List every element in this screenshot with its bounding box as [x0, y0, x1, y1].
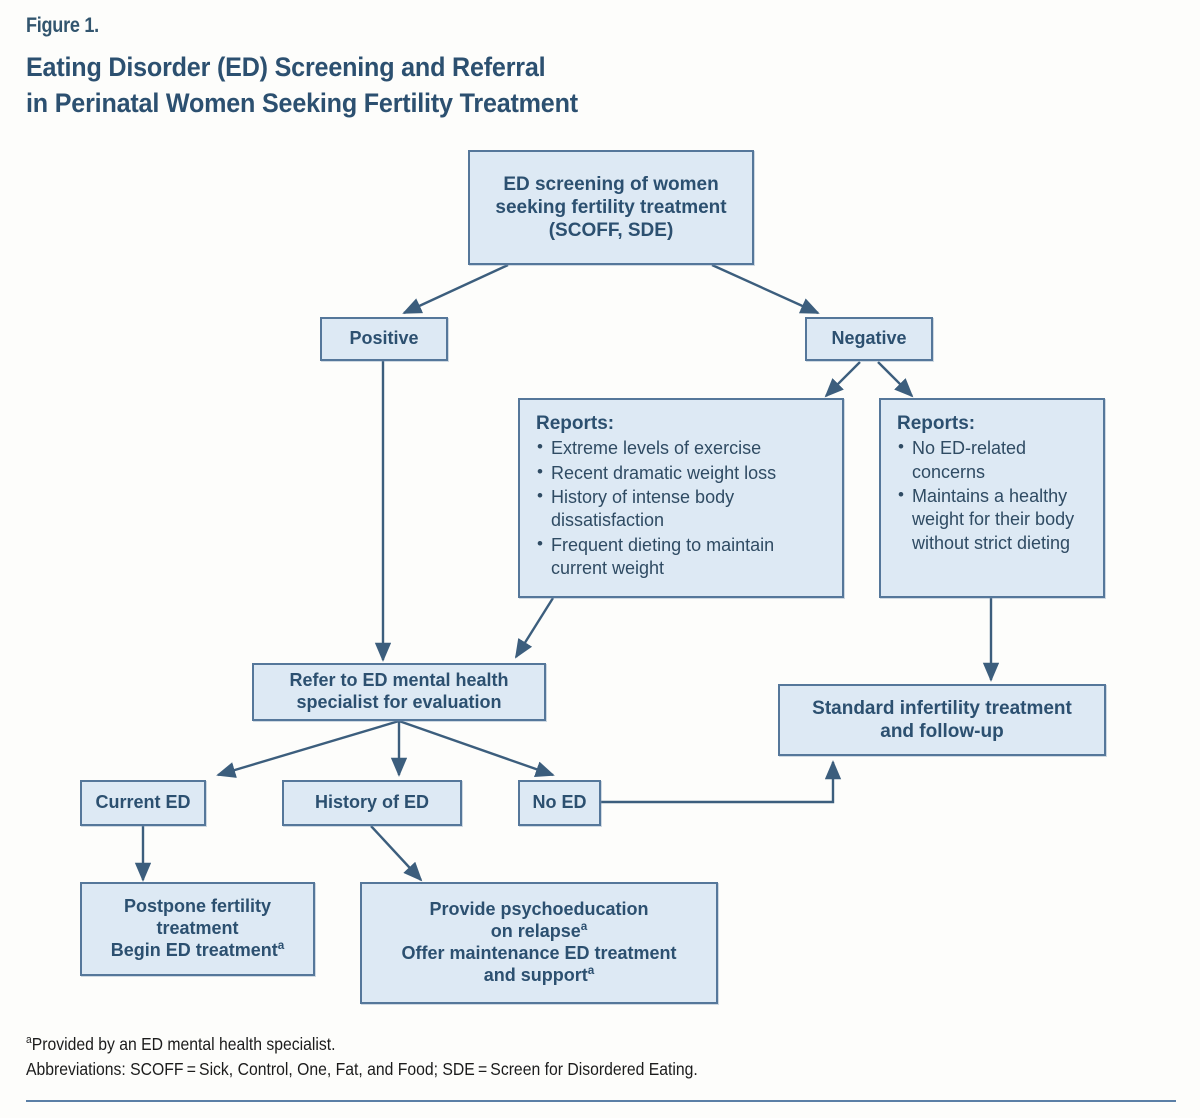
node-psychoeducation-line-4: and supporta — [401, 965, 676, 987]
node-psychoeducation-line-2: on relapsea — [401, 921, 676, 943]
node-refer-specialist-line-2: specialist for evaluation — [296, 692, 502, 712]
node-standard-treatment-line-2: and follow-up — [880, 721, 1004, 742]
node-reports-positive-list: Extreme levels of exercise Recent dramat… — [536, 436, 828, 581]
list-item: Frequent dieting to maintain current wei… — [536, 533, 828, 581]
figure-title-line-1: Eating Disorder (ED) Screening and Refer… — [26, 52, 546, 82]
node-no-ed-label: No ED — [532, 792, 587, 813]
arrow-no-ed-to-standard — [601, 760, 842, 804]
footnote-marker-a: a — [580, 920, 588, 934]
node-ed-screening-line-1: ED screening of women — [503, 173, 719, 195]
node-positive[interactable]: Positive — [320, 317, 448, 361]
arrow-refer-to-no-ed — [398, 719, 555, 777]
node-reports-positive[interactable]: Reports: Extreme levels of exercise Rece… — [518, 398, 844, 598]
figure-title: Eating Disorder (ED) Screening and Refer… — [26, 50, 578, 122]
arrow-negative-to-reports-negative — [877, 361, 914, 398]
node-standard-treatment-line-1: Standard infertility treatment — [812, 697, 1072, 719]
node-refer-specialist[interactable]: Refer to ED mental health specialist for… — [252, 663, 546, 721]
node-postpone-treatment-line-3-text: Begin ED treatment — [110, 939, 278, 960]
arrow-screening-to-positive — [402, 263, 509, 315]
node-negative-label: Negative — [831, 328, 907, 349]
arrow-history-ed-to-psychoeducation — [370, 825, 423, 882]
node-standard-treatment[interactable]: Standard infertility treatment and follo… — [778, 684, 1106, 756]
node-history-ed-label: History of ED — [314, 792, 429, 813]
arrow-negative-to-reports-positive — [824, 361, 861, 398]
footnote-marker-a: a — [26, 1034, 32, 1047]
list-item: Maintains a healthy weight for their bod… — [897, 484, 1089, 555]
list-item: Recent dramatic weight loss — [536, 461, 828, 485]
footnote-provided-by: aProvided by an ED mental health special… — [26, 1032, 1061, 1057]
list-item: History of intense body dissatisfaction — [536, 485, 828, 533]
node-reports-negative[interactable]: Reports: No ED-related concerns Maintain… — [879, 398, 1105, 598]
node-reports-positive-header: Reports: — [536, 413, 615, 434]
node-psychoeducation-line-3: Offer maintenance ED treatment — [401, 943, 677, 963]
list-item: Extreme levels of exercise — [536, 436, 828, 460]
node-postpone-treatment-line-3: Begin ED treatmenta — [111, 940, 285, 962]
bottom-rule — [26, 1100, 1176, 1102]
list-item: No ED-related concerns — [897, 436, 1089, 484]
figure-label: Figure 1. — [26, 14, 99, 37]
node-positive-label: Positive — [349, 328, 419, 349]
footnote-provided-by-text: Provided by an ED mental health speciali… — [31, 1034, 336, 1054]
node-reports-negative-header: Reports: — [897, 413, 976, 434]
arrow-refer-to-current-ed — [216, 719, 400, 778]
arrow-screening-to-negative — [711, 263, 820, 315]
footnote-marker-a: a — [277, 938, 285, 952]
node-negative[interactable]: Negative — [805, 317, 933, 361]
node-ed-screening[interactable]: ED screening of women seeking fertility … — [468, 150, 754, 265]
node-current-ed-label: Current ED — [95, 792, 191, 813]
node-ed-screening-line-3: (SCOFF, SDE) — [548, 220, 674, 242]
figure-title-line-2: in Perinatal Women Seeking Fertility Tre… — [26, 87, 578, 118]
node-postpone-treatment-line-1: Postpone fertility — [123, 896, 271, 917]
node-psychoeducation-line-2-text: on relapse — [490, 921, 581, 942]
node-reports-negative-list: No ED-related concerns Maintains a healt… — [897, 436, 1089, 555]
node-ed-screening-line-2: seeking fertility treatment — [495, 196, 727, 218]
footnote-abbreviations: Abbreviations: SCOFF = Sick, Control, On… — [26, 1058, 698, 1079]
footnotes: aProvided by an ED mental health special… — [26, 1032, 1176, 1082]
node-postpone-treatment[interactable]: Postpone fertility treatment Begin ED tr… — [80, 882, 315, 976]
node-current-ed[interactable]: Current ED — [80, 780, 206, 826]
footnote-marker-a: a — [587, 963, 595, 977]
node-no-ed[interactable]: No ED — [518, 780, 601, 826]
node-psychoeducation-line-1: Provide psychoeducation — [429, 899, 649, 920]
node-history-ed[interactable]: History of ED — [282, 780, 462, 826]
node-refer-specialist-line-1: Refer to ED mental health — [289, 670, 509, 691]
arrow-reports-positive-to-refer — [514, 597, 555, 659]
node-psychoeducation-line-4-text: and support — [483, 964, 588, 985]
node-psychoeducation[interactable]: Provide psychoeducation on relapsea Offe… — [360, 882, 718, 1004]
node-postpone-treatment-line-2: treatment — [156, 918, 239, 939]
